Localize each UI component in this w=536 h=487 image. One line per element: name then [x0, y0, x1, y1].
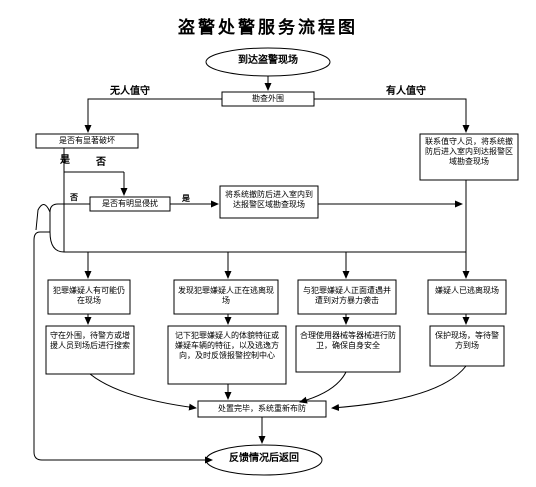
intrusion-decision-label: 是否有明显侵扰: [102, 199, 158, 208]
no-label: 否: [96, 157, 106, 168]
case3-label: 与犯罪嫌疑人正面遭遇并遭到对方暴力袭击: [303, 286, 391, 305]
page-title: 盗警处警服务流程图: [178, 18, 358, 38]
case3-box: [297, 279, 397, 315]
manned-contact-label: 联系值守人员，将系统撤防后进入室内到达报警区域勘查现场: [425, 137, 513, 166]
survey-label: 勘查外围: [252, 94, 284, 103]
yes-label: 是: [60, 155, 70, 166]
case2-label: 发现犯罪嫌疑人正在逃离现场: [178, 286, 274, 305]
manned-contact-box: [419, 133, 519, 181]
case4-label: 嫌疑人已逃离现场: [435, 286, 499, 295]
case4-box: [427, 279, 507, 315]
branch-unmanned-label: 无人值守: [110, 86, 150, 97]
end-node: [205, 444, 323, 476]
end-label: 反馈情况后返回: [229, 453, 299, 464]
action4-box: [429, 325, 505, 367]
no2-label: 否: [70, 193, 78, 202]
action1-label: 守在外围，待警方或增援人员到场后进行搜索: [50, 331, 130, 350]
finish-label: 处置完毕，系统重新布防: [218, 404, 306, 413]
action3-label: 合理使用器械等器械进行防卫，确保自身安全: [300, 331, 396, 350]
case1-box: [47, 279, 131, 315]
case2-box: [173, 279, 279, 315]
branch-manned-label: 有人值守: [386, 86, 426, 97]
action2-label: 记下犯罪嫌疑人的体貌特征或嫌疑车辆的特征，以及逃逸方向，及时反馈报警控制中心: [175, 331, 279, 360]
case1-label: 犯罪嫌疑人有可能仍在现场: [53, 286, 125, 305]
damage-decision-label: 是否有显著破坏: [59, 136, 115, 145]
start-label: 到达盗警现场: [238, 55, 298, 66]
damage-decision-box: [35, 133, 139, 149]
action4-label: 保护现场，等待警方到场: [435, 331, 499, 350]
action3-box: [295, 325, 401, 373]
action2-box: [167, 325, 287, 385]
yes2-label: 是: [182, 194, 190, 203]
unmanned-contact-box: [219, 185, 319, 219]
unmanned-contact-label: 将系统撤防后进入室内到达报警区域勘查现场: [225, 190, 313, 209]
